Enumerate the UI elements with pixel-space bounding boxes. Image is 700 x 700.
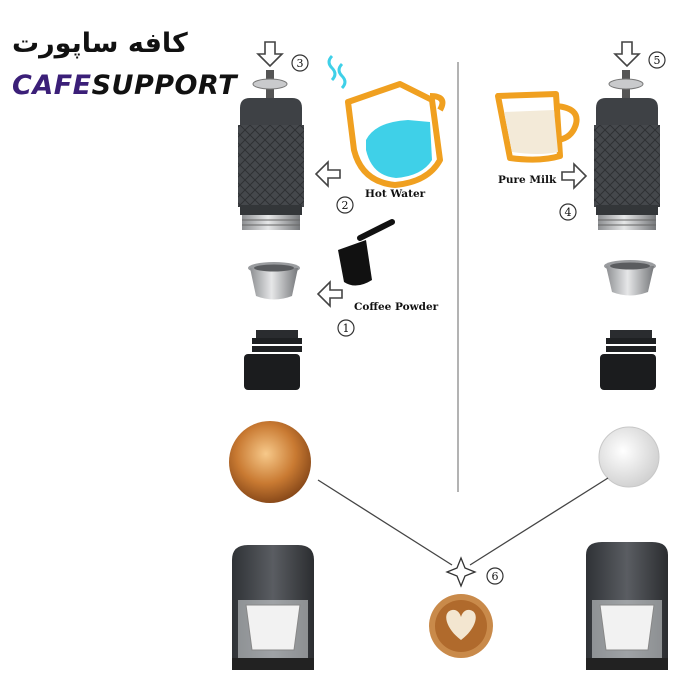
- step-3-label: 3: [297, 57, 304, 70]
- milk-jug-icon: [495, 91, 580, 163]
- step-4-label: 4: [565, 206, 572, 219]
- step-1-marker: 1: [337, 319, 355, 337]
- hot-water-label: Hot Water: [365, 188, 426, 200]
- logo-latin-rest: SUPPORT: [91, 70, 238, 101]
- converge-line-right: [469, 477, 609, 566]
- logo-latin-highlight: CAFE: [12, 70, 92, 101]
- left-arrow-icon: [316, 280, 343, 308]
- left-arrow-icon: [314, 160, 341, 188]
- press-device-left: [238, 70, 304, 230]
- logo-latin: CAFESUPPORT: [12, 70, 237, 101]
- filter-basket-right: [604, 260, 656, 296]
- down-arrow-icon: [256, 41, 284, 68]
- step-5-marker: 5: [648, 51, 666, 69]
- down-arrow-icon: [613, 41, 641, 68]
- filter-basket-left: [248, 262, 300, 300]
- step-4-marker: 4: [559, 203, 577, 221]
- press-device-right: [594, 70, 660, 230]
- step-2-label: 2: [342, 199, 349, 212]
- coffee-machine-left: [232, 545, 314, 670]
- converge-line-left: [317, 479, 453, 566]
- step-6-marker: 6: [486, 567, 504, 585]
- right-arrow-icon: [561, 162, 588, 190]
- coffee-crema-disc: [229, 421, 311, 503]
- coffee-powder-label: Coffee Powder: [354, 301, 439, 313]
- step-3-marker: 3: [291, 54, 309, 72]
- logo-persian: کافه ساپورت: [12, 28, 188, 59]
- step-1-label: 1: [343, 322, 350, 335]
- coffee-scoop-icon: [338, 219, 395, 286]
- sparkle-icon: [445, 556, 477, 588]
- hot-water-kettle-icon: [327, 54, 446, 188]
- latte-cup-icon: [429, 594, 493, 658]
- coffee-machine-right: [586, 542, 668, 670]
- pure-milk-label: Pure Milk: [498, 174, 557, 186]
- step-2-marker: 2: [336, 196, 354, 214]
- step-5-label: 5: [654, 54, 661, 67]
- step-6-label: 6: [492, 570, 499, 583]
- adapter-left: [244, 330, 302, 390]
- adapter-right: [600, 330, 656, 390]
- milk-foam-disc: [598, 426, 660, 488]
